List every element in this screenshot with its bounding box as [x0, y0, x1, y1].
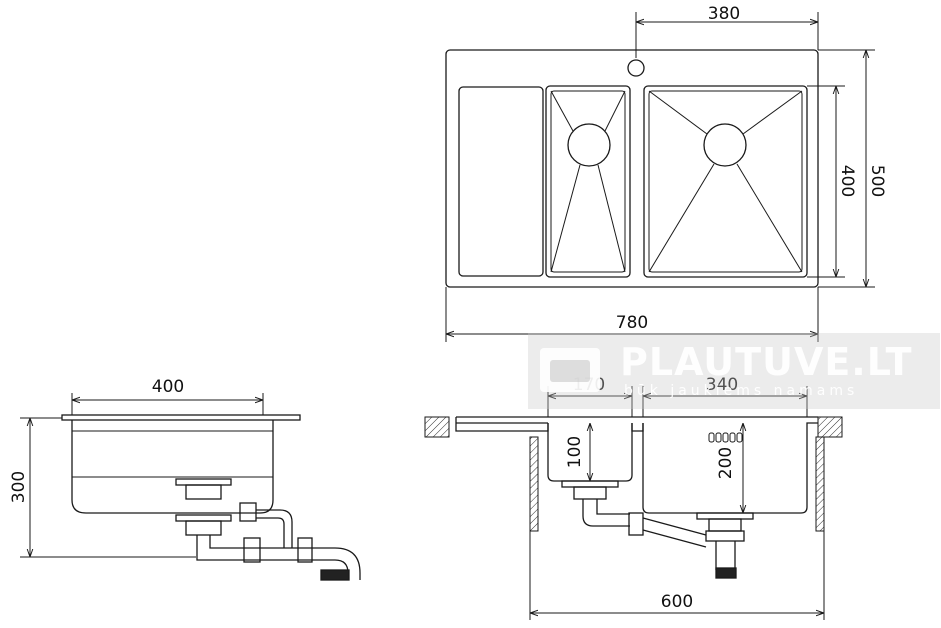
- front-sink-rim: [455, 416, 818, 432]
- front-view: 170 340 100 200 600: [424, 375, 843, 620]
- dim-front-200-label: 200: [716, 447, 736, 479]
- small-bowl-slope-lines: [550, 90, 626, 273]
- dim-front-100-label: 100: [565, 436, 585, 468]
- dim-front-340: 340: [642, 375, 808, 417]
- right-cabinet-wall: [815, 436, 825, 532]
- side-drain-strainers: [175, 478, 232, 536]
- drainboard: [458, 86, 544, 277]
- large-bowl-inner: [648, 90, 803, 273]
- front-large-bowl: [642, 422, 818, 514]
- side-countertop-rim: [61, 414, 301, 421]
- dim-500-vertical: 500: [818, 49, 887, 288]
- small-bowl-outer: [545, 85, 631, 278]
- side-view: 400 300: [9, 377, 361, 581]
- large-bowl-slope-lines: [648, 90, 803, 273]
- dim-side-400-label: 400: [152, 377, 184, 397]
- dim-780-label: 780: [616, 313, 648, 333]
- large-bowl-drain: [703, 123, 747, 167]
- overflow-slots: [708, 432, 743, 443]
- dim-side-300-label: 300: [9, 471, 29, 503]
- dim-780: 780: [445, 287, 819, 342]
- dim-400-vertical: 400: [807, 85, 857, 278]
- side-bowl-body: [71, 420, 274, 514]
- dim-380: 380: [635, 4, 819, 58]
- large-bowl-outer: [643, 85, 808, 278]
- watermark-title: PLAUTUVE.LT: [620, 340, 913, 384]
- small-bowl-drain: [567, 123, 611, 167]
- dim-380-label: 380: [708, 4, 740, 24]
- small-bowl-inner: [550, 90, 626, 273]
- dim-500-vertical-label: 500: [867, 165, 887, 197]
- front-drains-and-siphon: [561, 480, 754, 579]
- countertop-outline: [445, 49, 819, 288]
- dim-side-300: 300: [9, 417, 196, 558]
- sink-logo-icon: [540, 348, 600, 392]
- watermark-subtitle: būk jaukiems namams: [624, 383, 859, 399]
- tap-hole: [627, 59, 645, 77]
- right-countertop-section: [817, 416, 843, 438]
- dim-400-vertical-label: 400: [837, 165, 857, 197]
- top-view: 380 780 400 500: [445, 4, 887, 342]
- side-siphon-pipes: [196, 502, 361, 581]
- dim-side-400: 400: [71, 377, 264, 415]
- dim-front-340-label: 340: [706, 375, 738, 395]
- dim-front-100: 100: [565, 423, 590, 481]
- left-countertop-section: [424, 416, 450, 438]
- dim-front-600-label: 600: [661, 592, 693, 612]
- left-cabinet-wall: [529, 436, 539, 532]
- dim-front-600: 600: [529, 531, 825, 620]
- dim-front-200: 200: [716, 423, 743, 513]
